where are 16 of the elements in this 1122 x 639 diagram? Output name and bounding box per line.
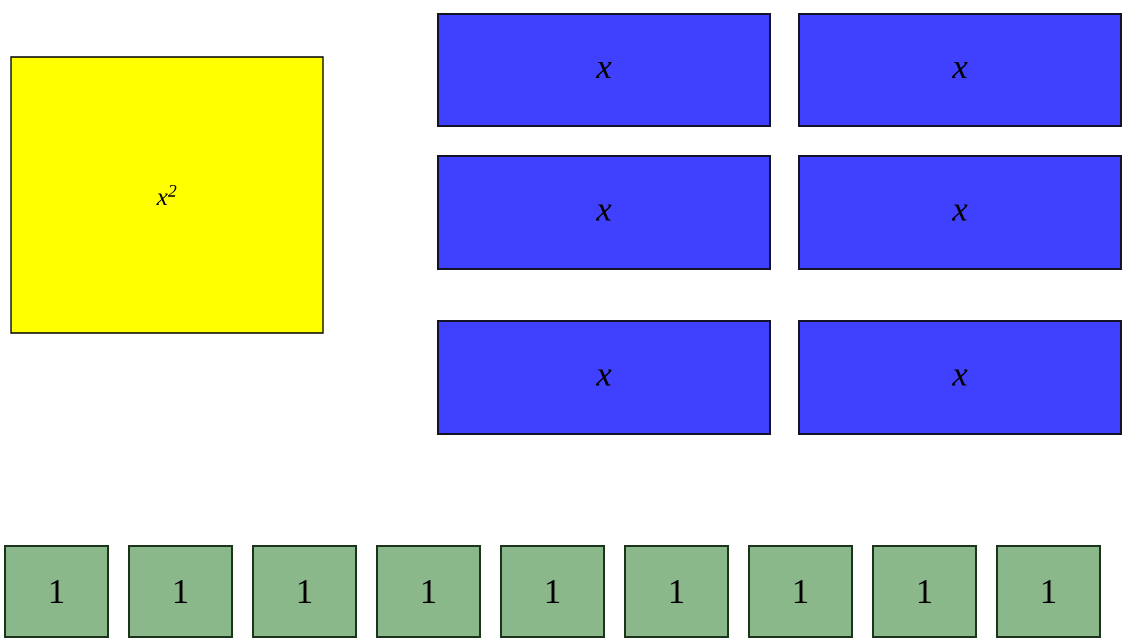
unit-tile: 1 (500, 545, 605, 638)
x-tile: x (437, 155, 771, 270)
x-tile: x (437, 13, 771, 127)
unit-tile: 1 (376, 545, 481, 638)
unit-tile: 1 (872, 545, 977, 638)
x-tile: x (798, 155, 1122, 270)
x-tile: x (437, 320, 771, 435)
unit-tile: 1 (4, 545, 109, 638)
unit-tile: 1 (624, 545, 729, 638)
unit-tile: 1 (252, 545, 357, 638)
x-tile: x (798, 320, 1122, 435)
square-tile: x$^{2}$ (10, 56, 324, 334)
unit-tile: 1 (748, 545, 853, 638)
x-tile: x (798, 13, 1122, 127)
unit-tile: 1 (128, 545, 233, 638)
unit-tile: 1 (996, 545, 1101, 638)
